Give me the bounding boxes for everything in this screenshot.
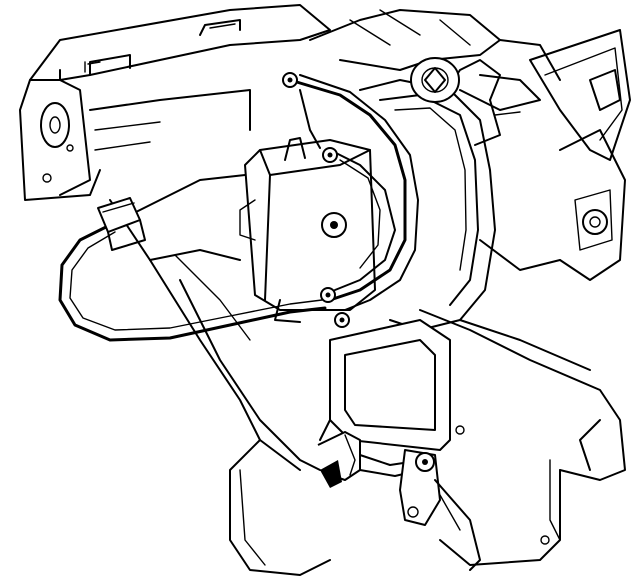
lower-left-housing — [109, 199, 331, 576]
door-lever-linkage — [179, 279, 481, 571]
outlet-bracket — [319, 319, 465, 451]
blower-motor — [359, 57, 541, 331]
wire-harness — [58, 174, 327, 342]
upper-right-frame — [309, 9, 631, 281]
mode-door-actuator — [239, 137, 376, 323]
lower-right-housing — [419, 309, 626, 566]
door-linkage-arms — [282, 72, 419, 328]
upper-duct-housing — [19, 4, 331, 201]
